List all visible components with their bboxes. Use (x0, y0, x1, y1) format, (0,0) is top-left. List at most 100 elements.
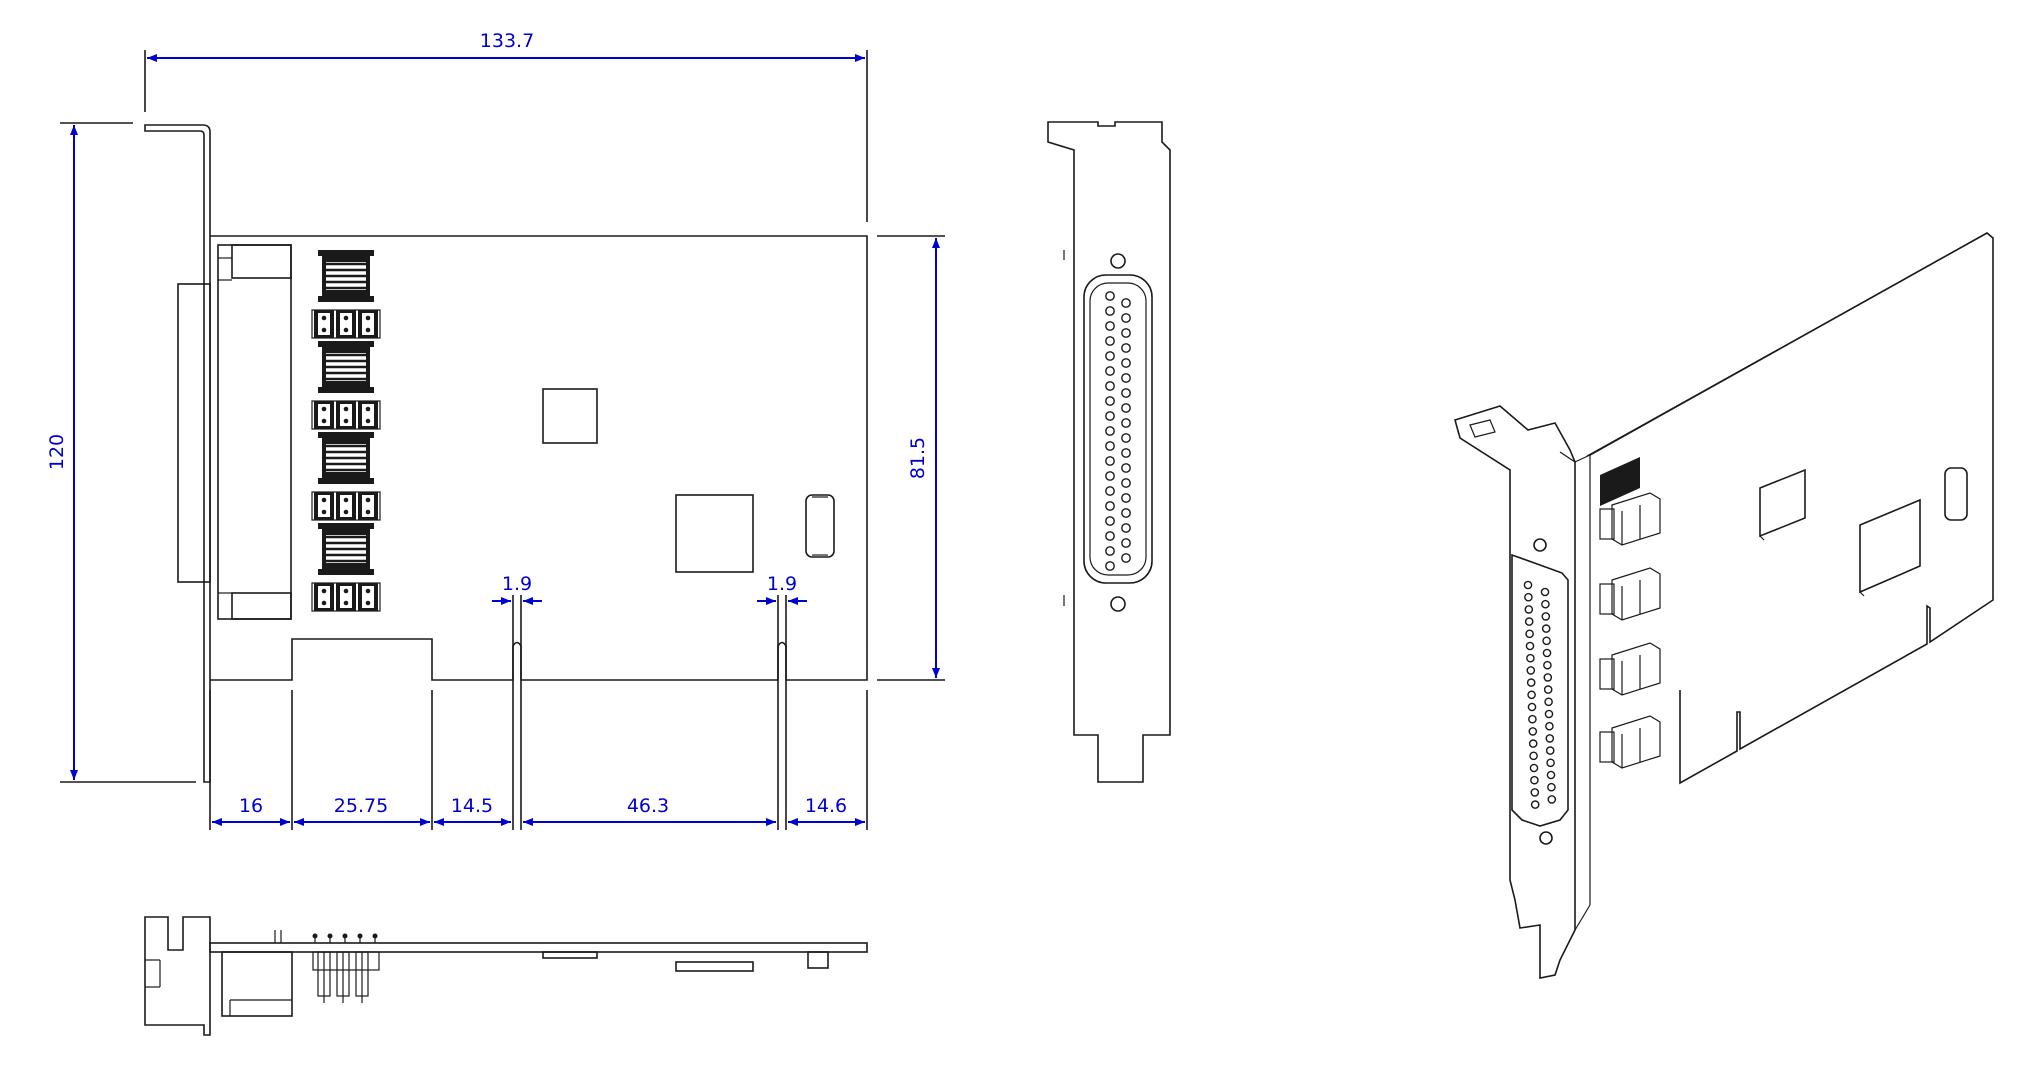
iso-dsub-pin (1542, 648, 1552, 658)
dsub-pin (1105, 561, 1115, 571)
iso-dsub-pin (1542, 636, 1551, 646)
dsub-pin (1105, 501, 1115, 511)
iso-dsub-pin (1544, 697, 1553, 707)
dsub-pin (1105, 396, 1115, 406)
iso-dsub-pin (1546, 770, 1556, 780)
iso-dsub-pin (1527, 690, 1536, 700)
iso-dsub-pin (1523, 580, 1533, 590)
iso-jumper-block (1611, 642, 1661, 696)
dsub-pin (1105, 546, 1115, 556)
bracket-view (1047, 121, 1171, 783)
dsub-pin (1105, 471, 1115, 481)
bottom-dsub-body (221, 951, 293, 1017)
dsub-pin (1121, 523, 1131, 533)
dim-seg-14-6: 14.6 (805, 795, 847, 817)
chip-small (542, 388, 598, 444)
iso-dsub-pin (1540, 587, 1550, 597)
iso-jumpers (1599, 492, 1661, 769)
iso-dsub-pin (1525, 629, 1534, 639)
bracket-screw-bottom (1110, 596, 1126, 612)
dim-seg-46-3: 46.3 (627, 795, 669, 817)
bottom-bracket (144, 916, 211, 1036)
bottom-view (144, 916, 868, 1036)
dsub-pin (1121, 433, 1131, 443)
dsub-pin (1121, 373, 1131, 383)
iso-dsub-pin (1529, 763, 1539, 773)
iso-dsub-pin (1541, 624, 1551, 633)
bottom-crystal (807, 951, 829, 969)
iso-chip-large (1859, 498, 1921, 594)
iso-jumper-block (1611, 492, 1661, 546)
dsub-pin (1121, 343, 1131, 353)
bracket-dsub-shell (1083, 274, 1153, 584)
iso-dsub-pin (1524, 605, 1534, 614)
crystal-oscillator (805, 494, 835, 558)
iso-dsub-pin (1529, 751, 1538, 761)
iso-dsub-pin (1528, 727, 1538, 736)
ic-jumper-groups (311, 250, 381, 612)
pcb-outline (210, 235, 868, 681)
iso-dsub-pins (1523, 580, 1557, 809)
dim-seg-14-5: 14.5 (451, 795, 493, 817)
dsub-pin (1121, 478, 1131, 488)
dsub-pin (1121, 508, 1131, 518)
dsub-pin (1105, 456, 1115, 466)
dsub-pin (1121, 553, 1131, 563)
dim-seg-16: 16 (239, 795, 263, 817)
dsub-flange-top (231, 244, 292, 279)
front-view (144, 124, 868, 783)
iso-dsub-pin (1541, 599, 1550, 609)
iso-dsub-pin (1525, 641, 1535, 651)
dsub-pin (1105, 441, 1115, 451)
dsub-flange-bottom (231, 592, 292, 620)
iso-dsub-pin (1543, 673, 1553, 682)
bottom-chip-large (675, 961, 754, 972)
iso-dsub-pin (1526, 653, 1535, 663)
bracket-outline (1047, 121, 1171, 783)
iso-dsub-pin (1530, 788, 1540, 797)
iso-dsub-pin (1530, 775, 1539, 785)
iso-dsub-pin (1545, 746, 1555, 755)
dsub-pin (1121, 448, 1131, 458)
dsub-body (217, 244, 292, 620)
dsub-pin (1121, 418, 1131, 428)
dsub-pin (1105, 366, 1115, 376)
iso-dsub-pin (1527, 702, 1537, 712)
dim-height-label: 120 (46, 434, 68, 470)
iso-dsub-pin (1530, 800, 1540, 809)
chip-large (675, 494, 754, 573)
dim-notch-left: 1.9 (502, 573, 532, 595)
iso-dsub-pin (1547, 782, 1556, 792)
iso-dsub-pin (1545, 721, 1554, 731)
iso-dsub-pin (1526, 678, 1536, 687)
dsub-pin (1121, 463, 1131, 473)
front-dimensions: 133.7 120 81.5 16 25.75 14.5 46.3 14.6 (46, 30, 945, 830)
bracket-screw-top (1110, 253, 1126, 269)
iso-jumper-block (1611, 715, 1661, 769)
dsub-connector-side (177, 283, 211, 583)
bottom-jumpers (312, 933, 380, 1003)
iso-chip-small (1759, 468, 1806, 538)
dsub-pin (1121, 328, 1131, 338)
bottom-pcb (209, 942, 868, 953)
iso-jumper-block (1611, 567, 1661, 621)
dsub-pin (1105, 381, 1115, 391)
iso-dsub-pin (1543, 660, 1552, 670)
iso-pcb (1589, 232, 1994, 785)
dsub-pin (1121, 388, 1131, 398)
iso-dsub-pin (1528, 714, 1537, 724)
iso-dsub-pin (1524, 617, 1534, 626)
dsub-pin (1121, 313, 1131, 323)
dim-seg-25-75: 25.75 (334, 795, 388, 817)
dim-notch-right: 1.9 (767, 573, 797, 595)
dsub-pin (1121, 493, 1131, 503)
isometric-view (1454, 232, 1994, 979)
iso-dsub-pin (1528, 739, 1538, 748)
iso-dsub-shell (1511, 553, 1569, 827)
iso-dsub-pin (1526, 666, 1536, 675)
dsub-pin (1121, 538, 1131, 548)
iso-dsub-pin (1547, 795, 1557, 804)
dsub-pin (1105, 411, 1115, 421)
dim-pcb-height-label: 81.5 (907, 437, 929, 479)
